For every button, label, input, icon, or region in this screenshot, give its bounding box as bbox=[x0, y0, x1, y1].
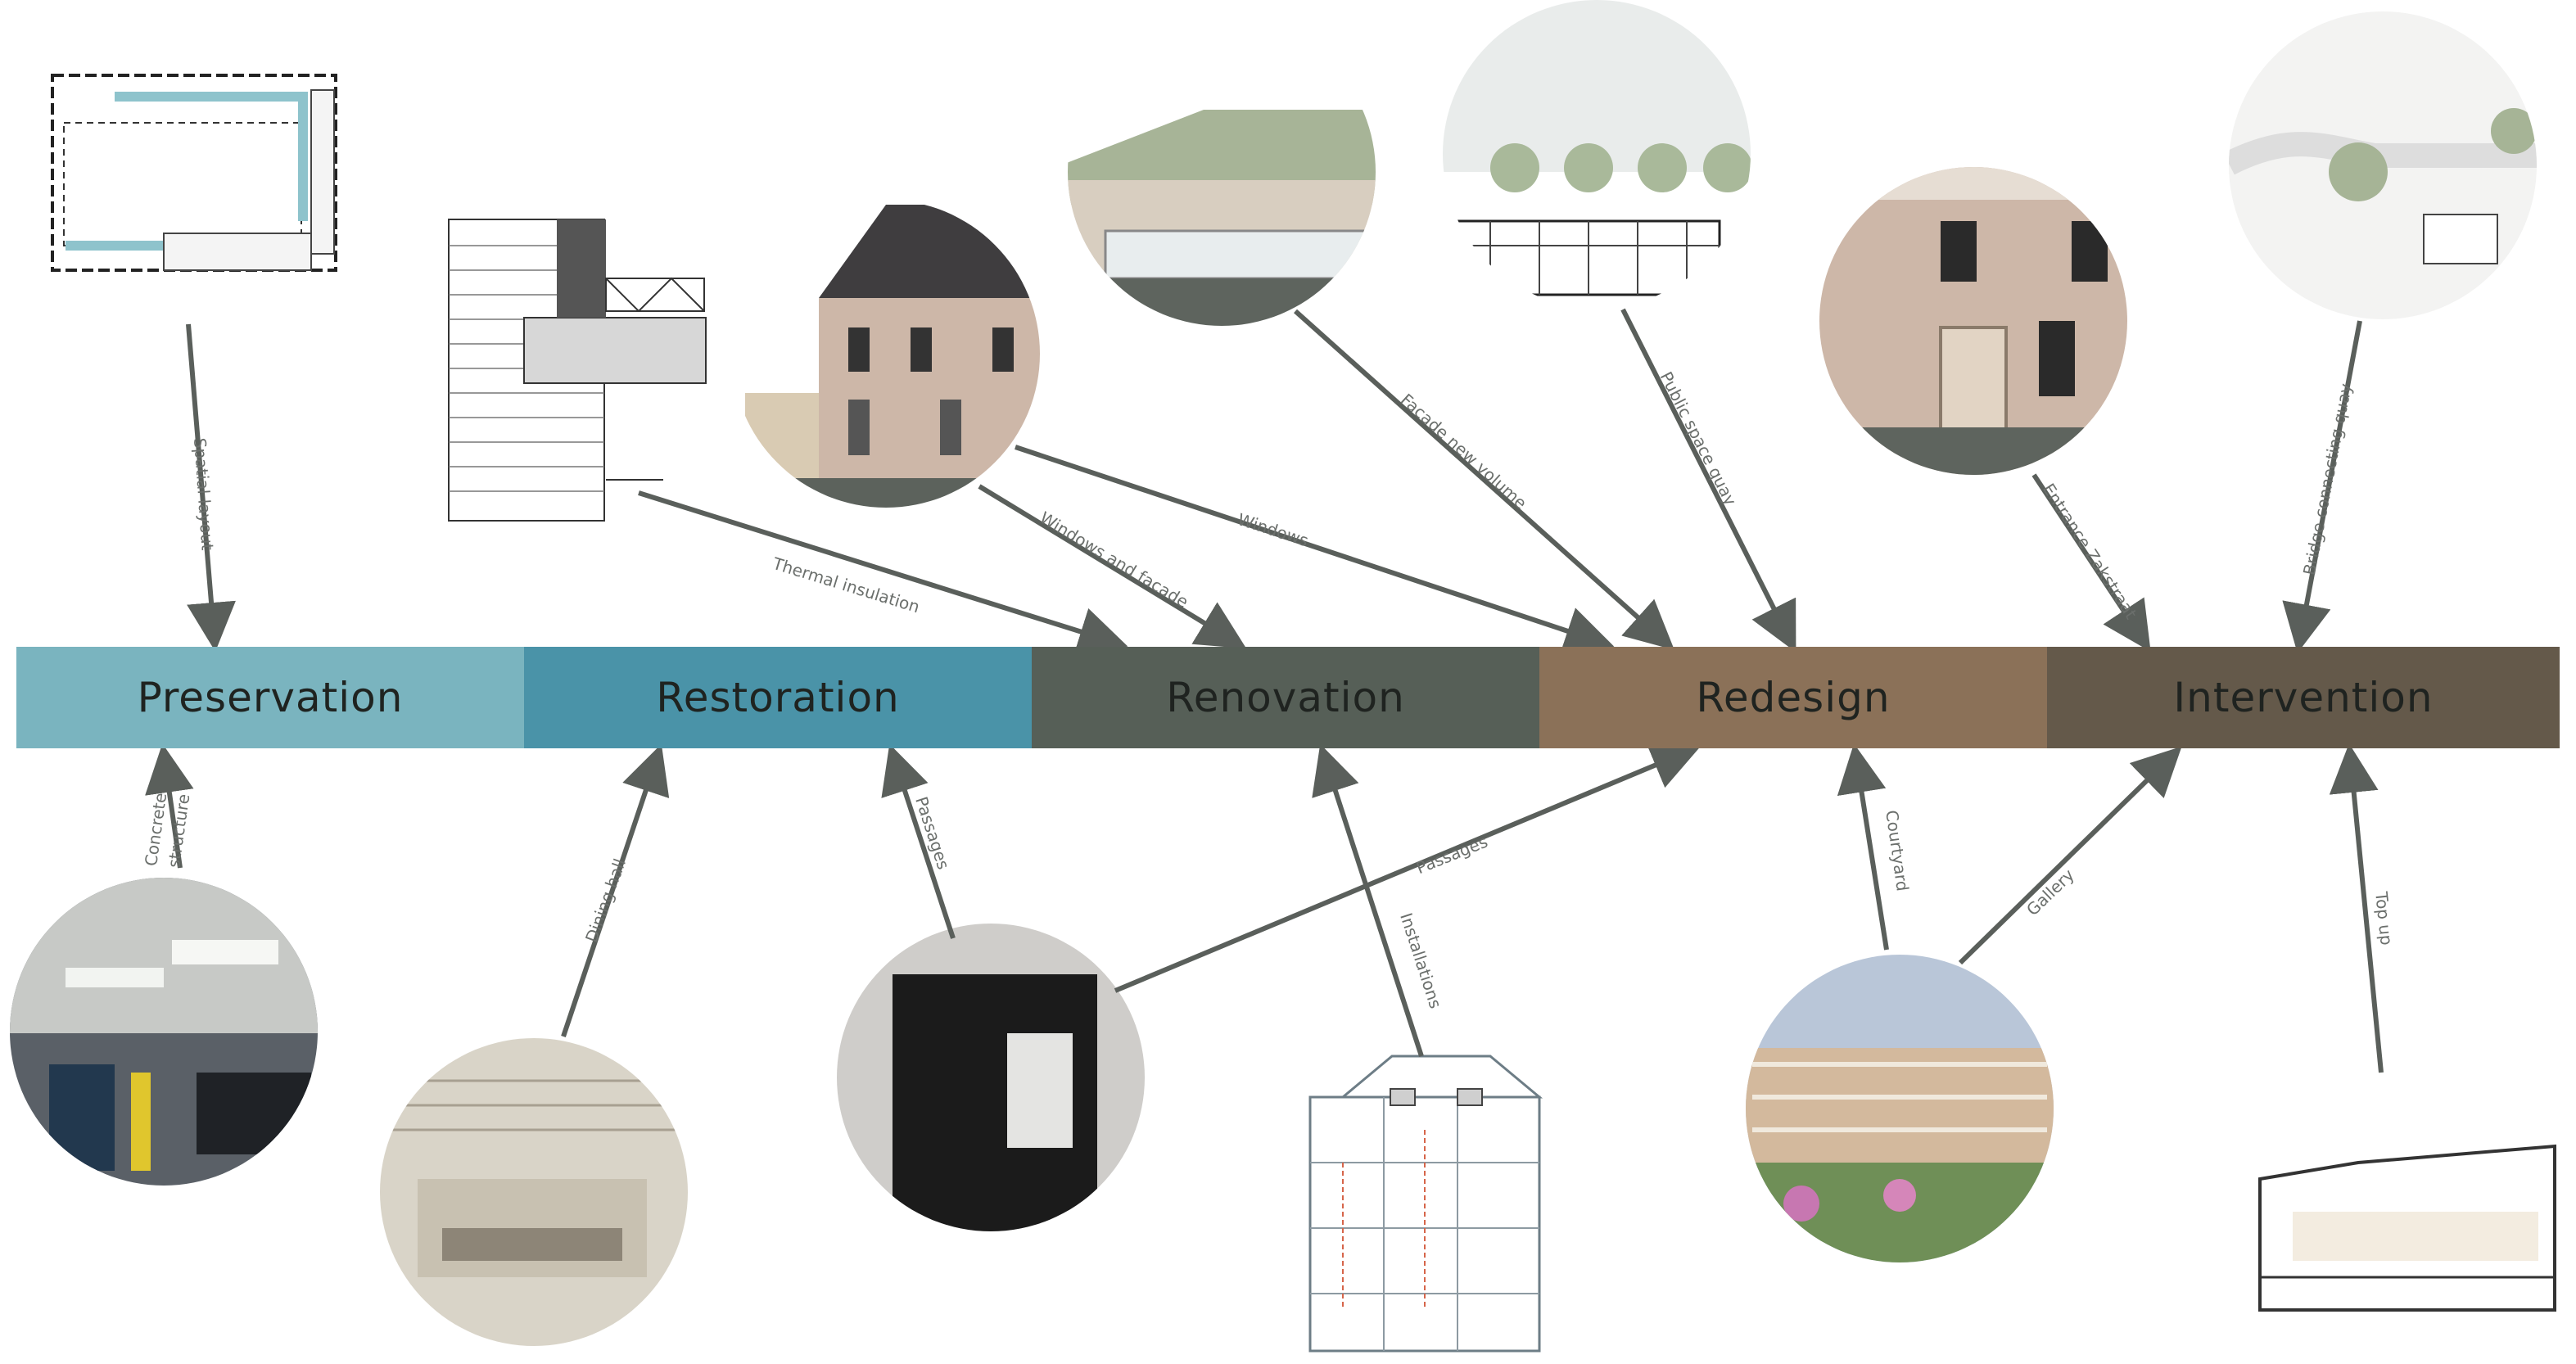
dining-hall-engraving bbox=[380, 1038, 688, 1346]
quay-plan-image bbox=[1443, 0, 1751, 308]
passage-photo bbox=[837, 924, 1145, 1231]
arrow-public-space-quay bbox=[1620, 308, 1796, 653]
arrow-passages-restoration bbox=[881, 743, 956, 939]
facade-image bbox=[732, 200, 1040, 508]
arrow-gallery bbox=[1958, 746, 2182, 965]
arrow-top-up bbox=[2329, 743, 2384, 1073]
phase-bar-renovation: Renovation bbox=[1032, 647, 1539, 748]
arrow-concrete-structure bbox=[145, 743, 194, 869]
arrow-windows-and-facade bbox=[978, 484, 1247, 649]
arrow-installations bbox=[1312, 743, 1424, 1057]
floor-plan-drawing bbox=[51, 74, 337, 272]
phase-bar-redesign: Redesign bbox=[1539, 647, 2047, 748]
arrow-courtyard bbox=[1837, 743, 1889, 951]
arrow-thermal-insulation bbox=[638, 490, 1128, 656]
phase-label-preservation: Preservation bbox=[137, 674, 404, 721]
phase-bar-intervention: Intervention bbox=[2047, 647, 2560, 748]
parking-garage-photo bbox=[10, 878, 318, 1186]
phase-bar-preservation: Preservation bbox=[16, 647, 524, 748]
arrow-windows bbox=[1015, 445, 1615, 655]
arrow-group bbox=[145, 308, 2384, 1073]
wall-detail-drawing bbox=[448, 219, 707, 522]
phase-label-intervention: Intervention bbox=[2173, 674, 2434, 721]
bridge-plan-image bbox=[2229, 11, 2537, 319]
entrance-image bbox=[1819, 167, 2127, 475]
arrow-spatial-layout bbox=[186, 323, 236, 652]
section-drawing-installations bbox=[1308, 1055, 1543, 1353]
arrow-passages-redesign bbox=[1114, 742, 1702, 993]
top-up-section-drawing bbox=[2258, 1144, 2556, 1312]
courtyard-rendering bbox=[1746, 955, 2054, 1262]
phase-label-redesign: Redesign bbox=[1696, 674, 1891, 721]
phase-label-renovation: Renovation bbox=[1166, 674, 1405, 721]
new-volume-image bbox=[1068, 18, 1376, 326]
phase-bar-restoration: Restoration bbox=[524, 647, 1032, 748]
phase-label-restoration: Restoration bbox=[656, 674, 900, 721]
arrow-entrance-zakstraat bbox=[2031, 473, 2151, 653]
arrow-facade-new-volume bbox=[1294, 309, 1674, 650]
arrow-bridge-connecting-quay bbox=[2282, 320, 2362, 653]
arrow-dining-hall bbox=[561, 743, 670, 1037]
